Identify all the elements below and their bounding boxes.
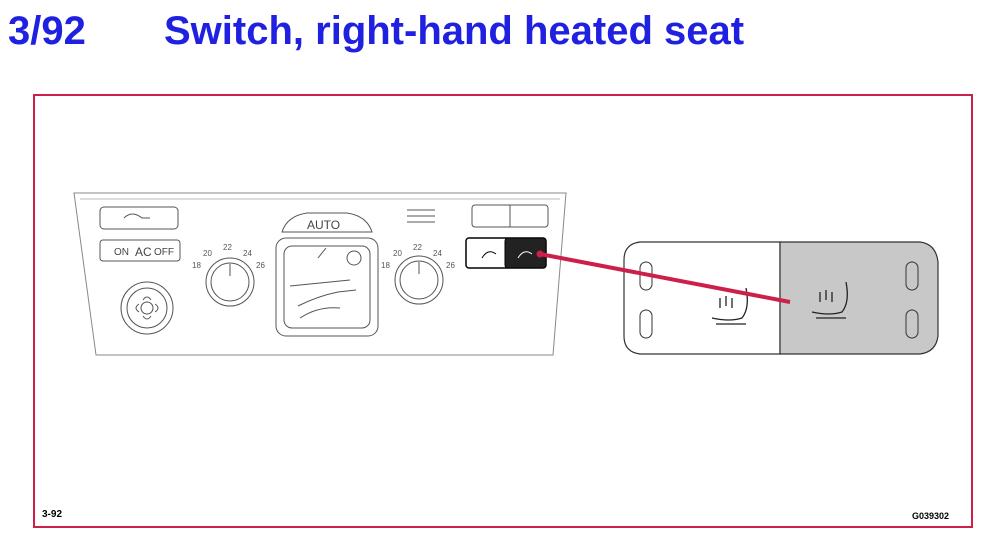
right-temperature-knob[interactable] <box>394 255 444 305</box>
heated-seat-switches-panel[interactable] <box>465 237 547 269</box>
temp-tick-right-20: 20 <box>393 249 402 258</box>
temp-tick-left-24: 24 <box>243 249 252 258</box>
right-temperature-scale: 18 20 22 24 26 <box>381 243 455 270</box>
left-temperature-knob[interactable] <box>205 257 255 307</box>
temp-tick-right-24: 24 <box>433 249 442 258</box>
pointer-line <box>536 250 791 304</box>
auto-button[interactable] <box>281 212 373 233</box>
left-temperature-scale: 18 20 22 24 26 <box>192 243 265 270</box>
auto-label: AUTO <box>307 218 340 232</box>
figure-frame <box>33 94 973 528</box>
left-seat-heat-icon <box>711 287 748 325</box>
figure-label: 3-92 <box>42 509 63 520</box>
ac-on-label: ON <box>114 247 129 258</box>
ac-label: AC <box>135 245 152 259</box>
temp-tick-left-22: 22 <box>223 243 232 252</box>
figure-code: G039302 <box>912 511 950 521</box>
right-seat-heat-icon <box>811 281 848 319</box>
right-seat-switch[interactable] <box>779 241 939 355</box>
climate-control-panel <box>73 192 567 356</box>
air-distribution-control[interactable] <box>275 237 379 337</box>
temp-tick-right-26: 26 <box>446 261 455 270</box>
fan-knob[interactable] <box>120 281 174 335</box>
figure-number: 3/92 <box>8 9 86 53</box>
ac-button[interactable] <box>99 239 181 262</box>
page-title: Switch, right-hand heated seat <box>164 9 745 53</box>
vent-grille <box>407 209 435 223</box>
temp-tick-right-22: 22 <box>413 243 422 252</box>
ac-off-label: OFF <box>154 247 174 258</box>
temp-tick-left-20: 20 <box>203 249 212 258</box>
temp-tick-right-18: 18 <box>381 261 390 270</box>
rear-defrost-button[interactable] <box>99 206 179 230</box>
ac-labels: ON AC OFF <box>114 245 174 259</box>
temp-tick-left-26: 26 <box>256 261 265 270</box>
heated-seat-switch-detail <box>623 241 939 355</box>
temp-tick-left-18: 18 <box>192 261 201 270</box>
